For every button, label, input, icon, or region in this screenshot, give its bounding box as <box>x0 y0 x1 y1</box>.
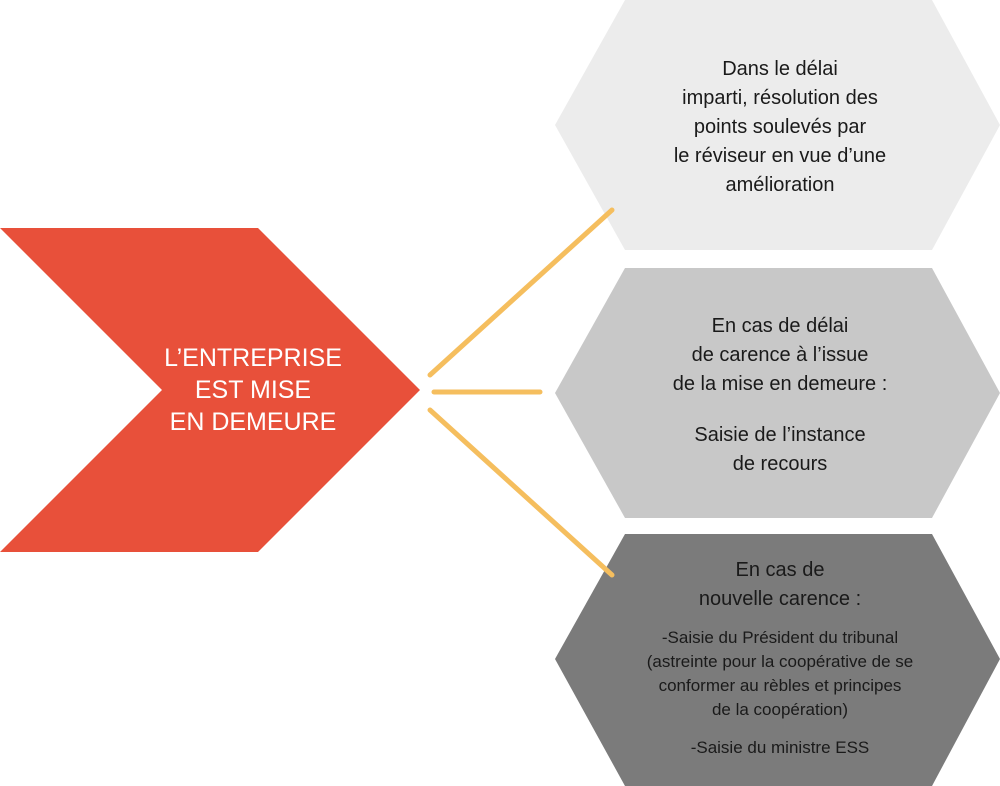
chevron-line: L’ENTREPRISE <box>164 344 342 372</box>
spacer <box>647 722 914 736</box>
hex3-item1-line: -Saisie du Président du tribunal <box>661 628 899 647</box>
hex2-line: de recours <box>732 452 828 475</box>
chevron-shape <box>0 228 420 552</box>
hexagon-mid <box>555 268 1000 518</box>
hex3-item1-line: conformer au rèbles et principes <box>658 676 902 695</box>
hex3-body: -Saisie du Président du tribunal (astrei… <box>647 626 914 760</box>
hexagon-light <box>555 0 1000 250</box>
hex1-line: amélioration <box>725 173 835 196</box>
hexagon-light-label: Dans le délai imparti, résolution des po… <box>600 52 960 202</box>
hex3-item1-line: (astreinte pour la coopérative de se <box>646 652 914 671</box>
hex1-line: Dans le délai <box>722 57 838 80</box>
connector-line-bottom <box>427 407 615 578</box>
hex3-item1-line: de la coopération) <box>711 700 849 719</box>
chevron-line: EST MISE <box>194 376 312 404</box>
hex2-line: de la mise en demeure : <box>672 372 888 395</box>
hex1-line: le réviseur en vue d’une <box>673 144 887 167</box>
hex2-line: de carence à l’issue <box>691 343 869 366</box>
hexagon-dark-label: En cas de nouvelle carence : -Saisie du … <box>580 552 980 764</box>
hex2-line: En cas de délai <box>711 314 849 337</box>
hex3-heading: En cas de nouvelle carence : <box>699 556 861 614</box>
hexagon-mid-label: En cas de délai de carence à l’issue de … <box>600 306 960 484</box>
connector-line-top <box>427 207 615 378</box>
hex1-line: imparti, résolution des <box>682 86 878 109</box>
hex3-item2-line: -Saisie du ministre ESS <box>690 738 870 757</box>
hex2-line: Saisie de l’instance <box>694 423 866 446</box>
hexagon-dark <box>555 534 1000 786</box>
chevron-label: L’ENTREPRISE EST MISE EN DEMEURE <box>128 335 378 445</box>
hex3-heading-line: En cas de <box>735 559 825 581</box>
hex3-heading-line: nouvelle carence : <box>698 588 862 610</box>
hex1-line: points soulevés par <box>693 115 867 138</box>
chevron-line: EN DEMEURE <box>169 408 337 436</box>
